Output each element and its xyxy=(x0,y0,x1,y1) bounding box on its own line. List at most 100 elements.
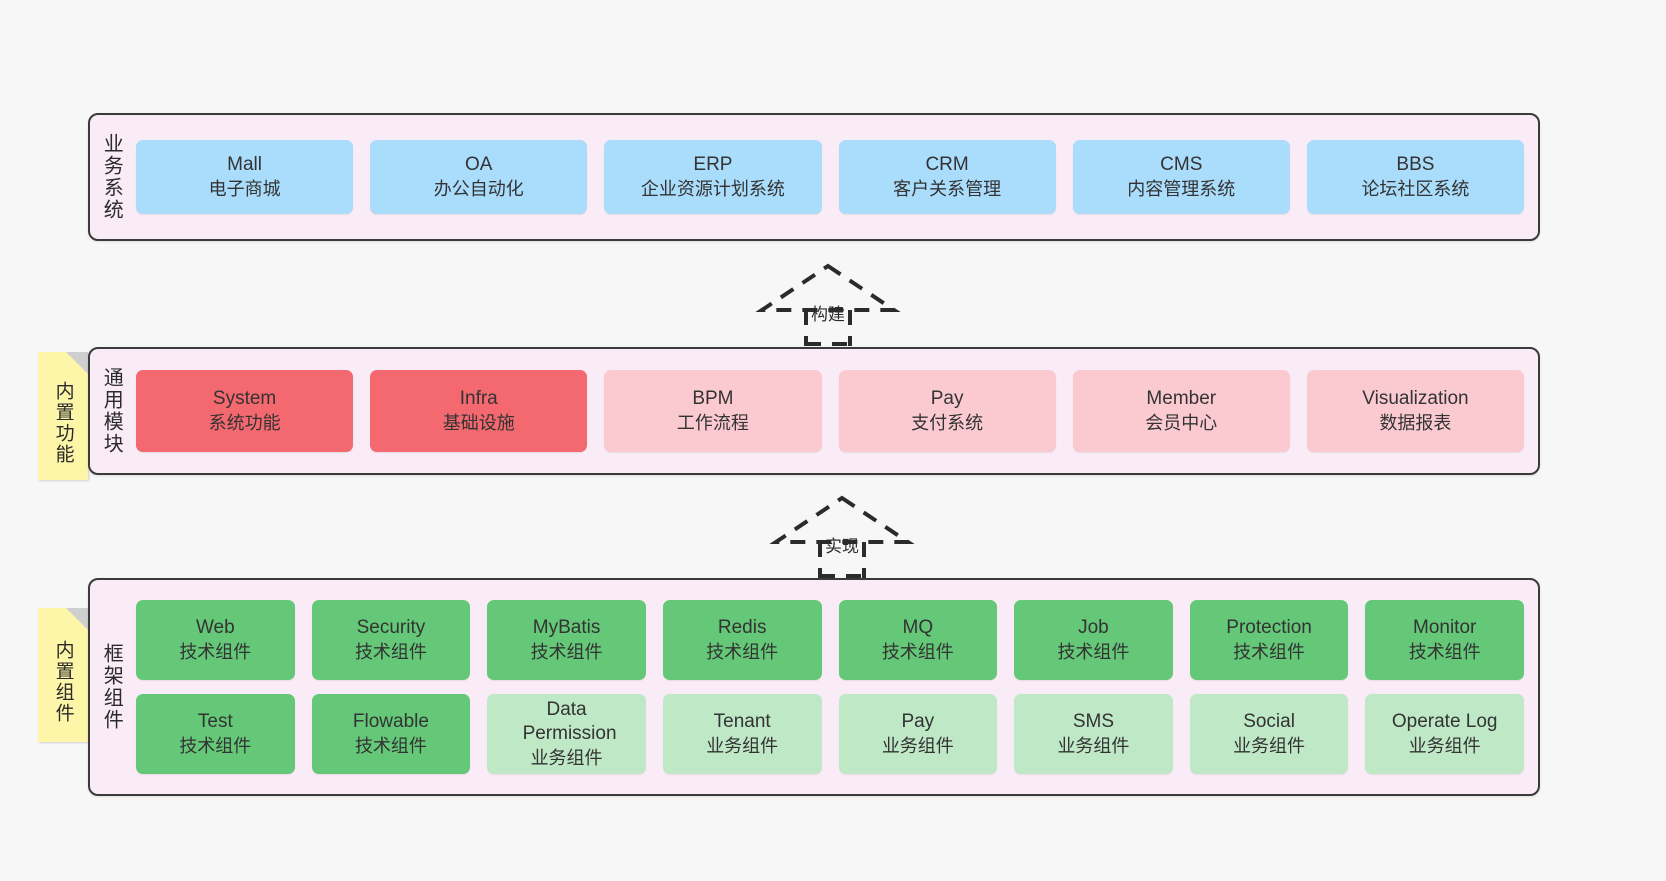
card-mq[interactable]: MQ 技术组件 xyxy=(838,600,998,680)
connector-realize-label: 实现 xyxy=(825,537,859,556)
card-title: CRM xyxy=(925,154,969,176)
card-system[interactable]: System 系统功能 xyxy=(136,370,354,452)
card-title: MQ xyxy=(902,617,934,639)
card-title: Job xyxy=(1078,617,1109,639)
card-title: BPM xyxy=(692,388,734,410)
card-operate-log[interactable]: Operate Log 业务组件 xyxy=(1365,694,1524,774)
card-protection[interactable]: Protection 技术组件 xyxy=(1189,600,1349,680)
card-sms[interactable]: SMS 业务组件 xyxy=(1014,694,1173,774)
card-erp[interactable]: ERP 企业资源计划系统 xyxy=(604,140,822,214)
sticky-note-text: 内置组件 xyxy=(52,640,74,724)
card-pay-module[interactable]: Pay 支付系统 xyxy=(838,370,1056,452)
card-subtitle: 技术组件 xyxy=(354,641,427,662)
connector-realize: 实现 xyxy=(769,494,915,578)
card-subtitle: 业务组件 xyxy=(1057,735,1130,756)
card-bbs[interactable]: BBS 论坛社区系统 xyxy=(1306,140,1525,214)
card-member[interactable]: Member 会员中心 xyxy=(1072,370,1290,452)
card-subtitle: 技术组件 xyxy=(1057,641,1130,662)
card-subtitle: 技术组件 xyxy=(530,641,603,662)
card-title: Member xyxy=(1146,388,1217,410)
card-row-business: Mall 电子商城 OA 办公自动化 ERP 企业资源计划系统 CRM 客户关系… xyxy=(136,140,1525,214)
card-subtitle: 技术组件 xyxy=(1233,641,1306,662)
card-crm[interactable]: CRM 客户关系管理 xyxy=(838,140,1056,214)
card-mybatis[interactable]: MyBatis 技术组件 xyxy=(487,600,646,680)
card-title: Tenant xyxy=(713,711,771,733)
card-title: Flowable xyxy=(352,711,429,733)
card-oa[interactable]: OA 办公自动化 xyxy=(370,140,588,214)
card-redis[interactable]: Redis 技术组件 xyxy=(662,600,822,680)
card-title: Protection xyxy=(1226,617,1312,639)
card-subtitle: 会员中心 xyxy=(1145,412,1218,433)
card-subtitle: 办公自动化 xyxy=(433,178,524,199)
section-label-business-system: 业务系统 xyxy=(100,133,123,221)
card-mall[interactable]: Mall 电子商城 xyxy=(136,140,354,214)
card-row-framework-top: Web 技术组件 Security 技术组件 MyBatis 技术组件 Redi… xyxy=(136,600,1524,680)
card-monitor[interactable]: Monitor 技术组件 xyxy=(1365,600,1524,680)
card-subtitle: 技术组件 xyxy=(179,735,252,756)
card-subtitle: 业务组件 xyxy=(706,735,779,756)
card-social[interactable]: Social 业务组件 xyxy=(1189,694,1349,774)
card-title: Pay xyxy=(930,388,964,410)
sticky-note-builtin-features: 内置功能 xyxy=(38,352,88,480)
card-subtitle: 技术组件 xyxy=(881,641,954,662)
card-subtitle: 技术组件 xyxy=(179,641,252,662)
card-visualization[interactable]: Visualization 数据报表 xyxy=(1306,370,1525,452)
card-row-modules: System 系统功能 Infra 基础设施 BPM 工作流程 Pay 支付系统… xyxy=(136,370,1525,452)
card-data-permission[interactable]: Data Permission 业务组件 xyxy=(487,694,646,774)
card-subtitle: 企业资源计划系统 xyxy=(640,178,785,199)
card-title: Social xyxy=(1243,711,1295,733)
card-subtitle: 技术组件 xyxy=(1408,641,1481,662)
card-security[interactable]: Security 技术组件 xyxy=(311,600,471,680)
card-title: Monitor xyxy=(1413,617,1477,639)
card-test[interactable]: Test 技术组件 xyxy=(136,694,295,774)
page-fold-corner xyxy=(66,352,88,374)
card-title: Test xyxy=(197,711,233,733)
connector-build: 构建 xyxy=(755,262,901,346)
card-subtitle: 支付系统 xyxy=(911,412,984,433)
card-title: Redis xyxy=(717,617,767,639)
card-subtitle: 业务组件 xyxy=(530,747,603,768)
card-subtitle: 电子商城 xyxy=(208,178,281,199)
section-business-system: 业务系统 Mall 电子商城 OA 办公自动化 ERP 企业资源计划系统 CRM… xyxy=(88,113,1540,241)
card-row-framework-bottom: Test 技术组件 Flowable 技术组件 Data Permission … xyxy=(136,694,1524,774)
card-subtitle: 技术组件 xyxy=(706,641,779,662)
card-bpm[interactable]: BPM 工作流程 xyxy=(604,370,822,452)
section-label-framework-component: 框架组件 xyxy=(100,643,123,731)
card-title: CMS xyxy=(1160,154,1203,176)
card-subtitle: 客户关系管理 xyxy=(893,178,1002,199)
card-subtitle: 工作流程 xyxy=(676,412,749,433)
card-subtitle: 业务组件 xyxy=(1408,735,1481,756)
connector-build-label: 构建 xyxy=(811,305,845,324)
card-title: ERP xyxy=(693,154,733,176)
section-framework-component: 框架组件 Web 技术组件 Security 技术组件 MyBatis 技术组件… xyxy=(88,578,1540,796)
card-pay-component[interactable]: Pay 业务组件 xyxy=(838,694,998,774)
card-title: OA xyxy=(465,154,493,176)
card-subtitle: 技术组件 xyxy=(354,735,427,756)
sticky-note-builtin-components: 内置组件 xyxy=(38,608,88,742)
page-fold-corner xyxy=(66,608,88,630)
card-subtitle: 论坛社区系统 xyxy=(1361,178,1470,199)
card-tenant[interactable]: Tenant 业务组件 xyxy=(662,694,822,774)
card-subtitle: 业务组件 xyxy=(881,735,954,756)
card-title: BBS xyxy=(1396,154,1435,176)
card-subtitle: 内容管理系统 xyxy=(1127,178,1236,199)
card-title: Pay xyxy=(901,711,935,733)
card-title: SMS xyxy=(1072,711,1115,733)
card-subtitle: 数据报表 xyxy=(1379,412,1452,433)
card-cms[interactable]: CMS 内容管理系统 xyxy=(1072,140,1290,214)
card-title: Operate Log xyxy=(1391,711,1498,733)
card-title: System xyxy=(212,388,277,410)
card-title: Data Permission xyxy=(522,699,617,745)
card-title: Web xyxy=(195,617,235,639)
card-subtitle: 系统功能 xyxy=(208,412,281,433)
card-job[interactable]: Job 技术组件 xyxy=(1014,600,1173,680)
section-common-module: 通用模块 System 系统功能 Infra 基础设施 BPM 工作流程 Pay… xyxy=(88,347,1540,475)
card-subtitle: 业务组件 xyxy=(1233,735,1306,756)
card-title: MyBatis xyxy=(532,617,601,639)
section-body-business-system: Mall 电子商城 OA 办公自动化 ERP 企业资源计划系统 CRM 客户关系… xyxy=(132,115,1538,239)
card-web[interactable]: Web 技术组件 xyxy=(136,600,295,680)
card-infra[interactable]: Infra 基础设施 xyxy=(370,370,588,452)
card-flowable[interactable]: Flowable 技术组件 xyxy=(311,694,471,774)
section-body-framework-component: Web 技术组件 Security 技术组件 MyBatis 技术组件 Redi… xyxy=(132,580,1538,794)
